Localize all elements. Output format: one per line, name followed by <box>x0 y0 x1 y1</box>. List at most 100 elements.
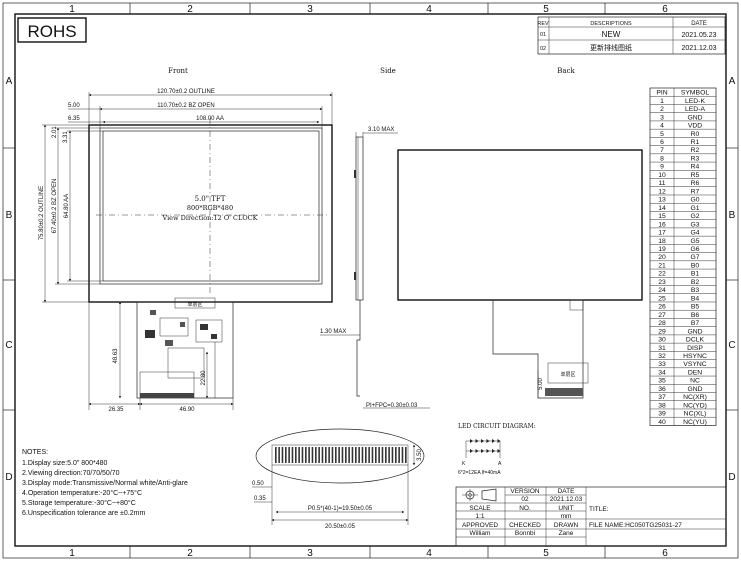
connector-finger <box>335 447 337 463</box>
led-a-label: A <box>498 461 502 467</box>
pin-symbol: GND <box>687 114 702 121</box>
row-label: C <box>5 340 12 351</box>
side-view: 3.10 MAX 1.30 MAX PI+FPC=0.30±0.03 <box>320 127 430 409</box>
pin-number: 5 <box>660 131 664 138</box>
pin-symbol: B0 <box>691 262 700 269</box>
version-label: VERSION <box>510 488 540 495</box>
front-view: 5.0" TFT 800*RGB*480 View Direction:12 O… <box>39 89 333 413</box>
pin-symbol: R1 <box>691 139 700 146</box>
projection-symbol-icon <box>462 488 497 502</box>
connector-finger <box>328 447 330 463</box>
dim-connector-035: 0.35 <box>254 496 266 502</box>
side-view-title: Side <box>380 67 396 75</box>
desc-header: DESCRIPTIONS <box>590 21 632 27</box>
scale-label: SCALE <box>469 505 491 512</box>
note-item: 2.Viewing direction:70/70/50/70 <box>22 470 120 477</box>
connector-finger <box>281 447 284 463</box>
pin-number: 1 <box>660 98 664 105</box>
connector-finger <box>318 447 320 463</box>
row-label: D <box>5 472 12 483</box>
pin-symbol: DCLK <box>686 337 705 344</box>
pin-number: 2 <box>660 106 664 113</box>
pin-symbol: VSYNC <box>683 361 707 368</box>
pin-symbol: R5 <box>691 172 700 179</box>
led-diode-icon <box>486 439 490 443</box>
connector-finger <box>395 447 397 463</box>
connector-finger <box>368 447 370 463</box>
dim-top-201: 2.01 <box>52 126 58 138</box>
dim-back-5: 5.00 <box>538 378 544 390</box>
led-diode-icon <box>492 449 495 453</box>
pin-number: 24 <box>658 287 666 294</box>
checked-value: Bonnbi <box>515 530 535 537</box>
pin-symbol: NC <box>690 378 700 385</box>
col-label: 2 <box>187 548 193 559</box>
pin-number: 15 <box>658 213 666 220</box>
led-diode-icon <box>475 439 479 443</box>
pin-symbol: VDD <box>688 123 702 130</box>
scale-value: 1:1 <box>475 513 484 520</box>
pin-symbol: B4 <box>691 295 700 302</box>
pin-symbol: B6 <box>691 312 700 319</box>
connector-finger <box>311 447 314 463</box>
col-label: 4 <box>426 548 432 559</box>
unit-label: UNIT <box>558 505 573 512</box>
col-label: 4 <box>426 4 432 15</box>
pin-number: 19 <box>658 246 666 253</box>
pin-symbol: NC(XR) <box>683 394 707 401</box>
symbol-header: SYMBOL <box>681 90 710 97</box>
note-item: 4.Operation temperature:-20°C~+75°C <box>22 489 142 497</box>
connector-finger <box>398 447 400 463</box>
row-labels: A B C D A B C D <box>5 76 735 483</box>
connector-finger <box>315 447 317 463</box>
connector-finger <box>381 447 384 463</box>
date-header: DATE <box>691 21 707 27</box>
dim-fpc-max: 1.30 MAX <box>320 329 346 335</box>
connector-detail: 3.50 0.50 0.35 P0.5*(40-1)=19.50±0.05 20… <box>252 428 425 530</box>
pin-symbol: B7 <box>691 320 700 327</box>
connector-finger <box>295 447 297 463</box>
dim-left-635: 6.35 <box>68 116 80 122</box>
col-label: 1 <box>69 548 75 559</box>
connector-finger <box>278 447 280 463</box>
title-block: VERSION DATE 02 2021.12.03 SCALE NO. UNI… <box>455 486 727 547</box>
pin-number: 36 <box>658 386 666 393</box>
dim-connector-width: 20.50±0.05 <box>325 524 356 530</box>
connector-finger <box>285 447 287 463</box>
connector-finger <box>275 447 277 463</box>
pin-number: 3 <box>660 114 664 121</box>
connector-finger <box>401 447 404 463</box>
pin-number: 35 <box>658 378 666 385</box>
dim-connector-050: 0.50 <box>252 481 264 487</box>
date-value: 2021.12.03 <box>550 496 583 503</box>
dim-bz-open-width: 110.70±0.2 BZ OPEN <box>157 103 215 109</box>
led-diode-icon <box>497 449 501 453</box>
pin-header: PIN <box>656 90 667 97</box>
back-view: 单层区 5.00 <box>397 149 643 399</box>
row-label: B <box>6 210 13 221</box>
pin-symbol: R2 <box>691 147 700 154</box>
connector-fingers <box>275 447 407 463</box>
no-label: NO. <box>519 505 531 512</box>
dim-outline-width: 120.70±0.2 OUTLINE <box>157 89 215 95</box>
pin-symbol: G6 <box>690 246 699 253</box>
pin-symbol: G4 <box>690 230 699 237</box>
led-diode-icon <box>481 439 484 443</box>
dim-connector-350: 3.50 <box>417 449 423 461</box>
date-label: DATE <box>558 488 576 495</box>
col-label: 5 <box>543 548 549 559</box>
view-direction-text: View Direction:12 O' CLOCK <box>162 214 258 222</box>
chip-label: 单层区 <box>187 301 202 308</box>
pin-symbol: LED-A <box>685 106 705 113</box>
pin-number: 17 <box>658 230 666 237</box>
pin-number: 10 <box>658 172 666 179</box>
pin-number: 29 <box>658 328 666 335</box>
connector-finger <box>341 447 344 463</box>
connector-finger <box>321 447 324 463</box>
pin-symbol: G7 <box>690 254 699 261</box>
col-label: 1 <box>69 4 75 15</box>
pin-number: 33 <box>658 361 666 368</box>
note-item: 6.Unspecification tolerance are ±0.2mm <box>22 510 145 517</box>
connector-finger <box>351 447 354 463</box>
